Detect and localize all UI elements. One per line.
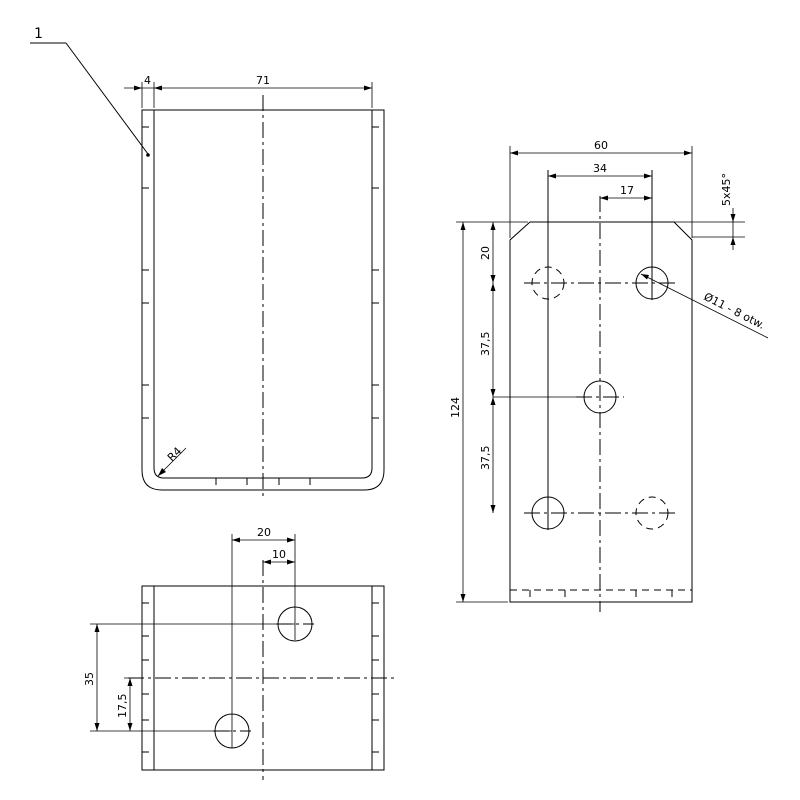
dim-top-offset: 20 xyxy=(479,222,496,283)
dim-bottom-hole-offset-outer: 20 xyxy=(231,526,296,748)
plate-outline xyxy=(509,221,693,603)
dim-wall-text: 4 xyxy=(144,74,151,87)
dim-bottom-hole-offset-inner: 10 xyxy=(263,548,295,565)
dim-hole-spacing: 34 xyxy=(548,162,652,179)
hole-note-text: Ø11 - 8 otw. xyxy=(702,290,767,332)
dim-half-width-text: 17 xyxy=(620,184,634,197)
callout-dot xyxy=(146,153,150,157)
dim-bottom-hole-half: 17,5 xyxy=(116,677,142,731)
dim-pitch-lower-text: 37,5 xyxy=(479,446,492,471)
dim-plate-height: 124 xyxy=(449,221,528,603)
dim-plate-height-text: 124 xyxy=(449,397,462,418)
bottom-view: 20 10 35 17,5 xyxy=(83,526,394,780)
dim-pitch-lower: 37,5 xyxy=(479,397,496,513)
dim-bottom-hole-offset-outer-text: 20 xyxy=(257,526,271,539)
dim-radius: R4 xyxy=(157,445,187,477)
side-view: 60 34 17 5x45° xyxy=(449,139,769,612)
callout-leader xyxy=(65,42,149,155)
dim-inner-width: 71 xyxy=(154,74,373,108)
dim-bottom-hole-spacing: 35 xyxy=(83,623,295,732)
dim-wall-thickness: 4 xyxy=(124,74,155,108)
hidden-hole-lines xyxy=(142,126,384,490)
dim-bottom-hole-offset-inner-text: 10 xyxy=(272,548,286,561)
part-callout: 1 xyxy=(30,26,150,157)
front-view: 4 71 R4 xyxy=(124,74,385,500)
dim-hole-spacing-text: 34 xyxy=(593,162,607,175)
dim-plate-width-text: 60 xyxy=(594,139,608,152)
dim-bottom-hole-half-text: 17,5 xyxy=(116,694,129,719)
dim-chamfer-text: 5x45° xyxy=(720,173,733,206)
hole-note: Ø11 - 8 otw. xyxy=(640,273,769,339)
dim-pitch-upper-text: 37,5 xyxy=(479,332,492,357)
dim-chamfer: 5x45° xyxy=(674,173,745,250)
u-outer-contour xyxy=(141,109,385,491)
part-label: 1 xyxy=(34,26,43,42)
plate-hidden-ticks xyxy=(529,590,673,602)
dim-radius-text: R4 xyxy=(165,445,185,465)
dim-plate-width: 60 xyxy=(509,139,693,238)
dim-inner-width-text: 71 xyxy=(256,74,270,87)
dim-top-offset-text: 20 xyxy=(479,246,492,260)
bottom-hidden-lines xyxy=(142,602,384,753)
dim-pitch-upper: 37,5 xyxy=(479,283,496,397)
dim-half-width: 17 xyxy=(600,184,652,201)
dim-bottom-hole-spacing-text: 35 xyxy=(83,672,96,686)
